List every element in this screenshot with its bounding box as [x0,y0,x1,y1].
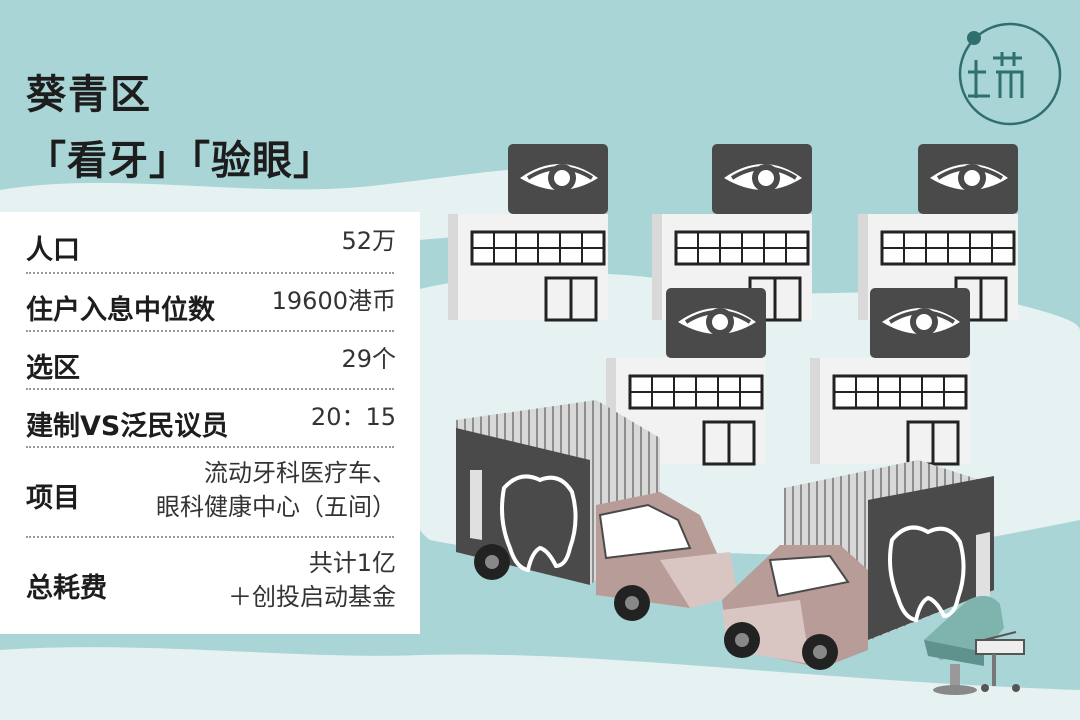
table-row: 住户入息中位数 19600港币 [0,274,420,332]
row-divider [26,536,394,538]
row-divider [26,388,394,390]
logo-icon [958,22,1062,126]
row-divider [26,330,394,332]
row-label: 人口 [26,235,80,266]
dental-chair-icon [924,595,1025,695]
row-value-line: 29个 [341,345,396,373]
row-value-line: 52万 [341,227,396,255]
tooth-icon [500,474,578,573]
row-value: 共计1亿 ＋创投启动基金 [228,546,396,614]
building-icon [606,288,766,466]
table-row: 总耗费 共计1亿 ＋创投启动基金 [0,538,420,628]
land-area [0,647,1080,720]
truck-icon [722,460,994,670]
row-divider [26,272,394,274]
building-icon [448,144,608,322]
page-title: 葵青区 [26,72,152,118]
row-value-line: ＋创投启动基金 [228,583,396,611]
row-divider [26,446,394,448]
table-row: 项目 流动牙科医疗车、 眼科健康中心（五间） [0,448,420,538]
row-value: 52万 [341,224,396,258]
row-label: 住户入息中位数 [26,295,215,326]
row-label: 总耗费 [26,573,107,604]
row-value-line: 流动牙科医疗车、 [204,459,396,487]
row-value: 29个 [341,342,396,376]
table-row: 建制VS泛民议员 20：15 [0,390,420,448]
row-value-line: 20：15 [310,403,396,431]
row-value: 20：15 [311,400,396,434]
row-label: 建制VS泛民议员 [26,411,229,442]
row-value-line: 共计1亿 [308,549,396,577]
row-value: 19600港币 [272,284,396,318]
truck-icon [456,400,738,621]
building-icon [810,288,970,466]
table-row: 人口 52万 [0,212,420,274]
row-value: 流动牙科医疗车、 眼科健康中心（五间） [156,456,396,524]
row-label: 选区 [26,353,80,384]
page-subtitle: 「看牙」「验眼」 [26,138,334,184]
row-value-line: 19600港币 [271,287,396,315]
info-table: 人口 52万 住户入息中位数 19600港币 选区 29个 建制VS泛民议员 2… [0,212,420,634]
table-row: 选区 29个 [0,332,420,390]
row-label: 项目 [26,483,80,514]
row-value-line: 眼科健康中心（五间） [156,493,396,521]
tooth-icon [888,525,966,623]
